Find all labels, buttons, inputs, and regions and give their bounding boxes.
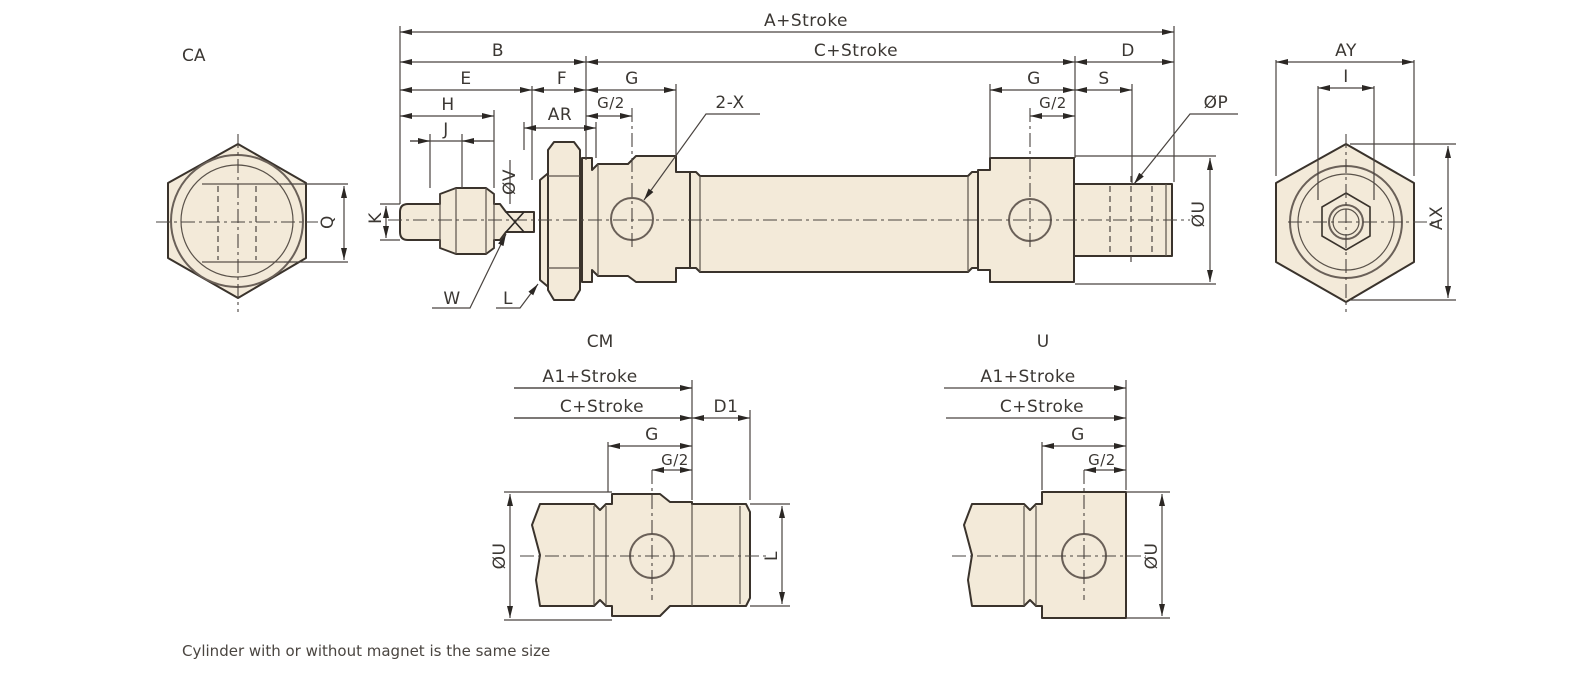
label-s: S xyxy=(1098,69,1109,89)
view-main: A+Stroke B C+Stroke D E F G G S H G/2 G/… xyxy=(366,11,1238,309)
ca-outer-circle xyxy=(170,154,304,288)
u-label-ou: ØU xyxy=(1142,543,1162,570)
label-f: F xyxy=(557,69,567,89)
view-end: AY I AX xyxy=(1275,41,1456,312)
ca-hex-body xyxy=(167,143,307,299)
cm-label-d1: D1 xyxy=(714,397,739,417)
label-i: I xyxy=(1343,67,1349,87)
label-2x: 2-X xyxy=(715,93,744,113)
view-cm-title: CM xyxy=(587,332,614,352)
u-label-c-stroke: C+Stroke xyxy=(1000,397,1084,417)
label-ov: ØV xyxy=(500,169,520,195)
label-op: ØP xyxy=(1204,93,1229,113)
cm-label-g: G xyxy=(645,425,659,445)
label-g-front: G xyxy=(625,69,639,89)
label-l: L xyxy=(503,289,513,309)
label-g2-rear: G/2 xyxy=(1039,94,1067,112)
view-u-title: U xyxy=(1037,332,1049,352)
cm-label-g2: G/2 xyxy=(661,451,689,469)
view-u: U A1+Stroke C+Stroke G G/2 ØU xyxy=(944,332,1170,619)
cm-label-c-stroke: C+Stroke xyxy=(560,397,644,417)
label-g-rear: G xyxy=(1027,69,1041,89)
view-ca-title: CA xyxy=(182,46,206,66)
label-d: D xyxy=(1121,41,1135,61)
label-b: B xyxy=(492,41,504,61)
ca-flats xyxy=(202,183,284,263)
view-ca: CA Q xyxy=(156,46,348,312)
leader-l xyxy=(496,283,539,309)
cm-label-l: L xyxy=(762,551,782,561)
mounting-nut xyxy=(547,141,581,301)
label-j: J xyxy=(442,120,449,140)
u-label-g2: G/2 xyxy=(1088,451,1116,469)
cm-body xyxy=(531,493,751,617)
cylinder-barrel xyxy=(689,171,979,273)
leader-2x xyxy=(643,113,760,201)
label-ou-main: ØU xyxy=(1189,201,1209,228)
label-a-stroke: A+Stroke xyxy=(764,11,848,31)
label-k: K xyxy=(366,212,386,224)
leader-op xyxy=(1133,113,1238,185)
ca-inner-circle xyxy=(180,164,294,278)
label-ay: AY xyxy=(1335,41,1357,61)
u-body xyxy=(963,491,1127,619)
label-ax: AX xyxy=(1427,206,1447,230)
label-h: H xyxy=(441,95,454,115)
label-ar: AR xyxy=(548,105,572,125)
ca-q-label: Q xyxy=(318,215,338,229)
leader-w xyxy=(432,233,507,309)
u-label-a1-stroke: A1+Stroke xyxy=(980,367,1075,387)
label-g2-front: G/2 xyxy=(597,94,625,112)
cm-label-a1-stroke: A1+Stroke xyxy=(542,367,637,387)
label-c-stroke: C+Stroke xyxy=(814,41,898,61)
cm-label-ou: ØU xyxy=(490,543,510,570)
view-cm: CM A1+Stroke C+Stroke D1 G G/2 ØU L xyxy=(490,332,790,621)
u-label-g: G xyxy=(1071,425,1085,445)
footnote: Cylinder with or without magnet is the s… xyxy=(182,642,551,660)
label-w: W xyxy=(443,289,460,309)
label-e: E xyxy=(460,69,471,89)
